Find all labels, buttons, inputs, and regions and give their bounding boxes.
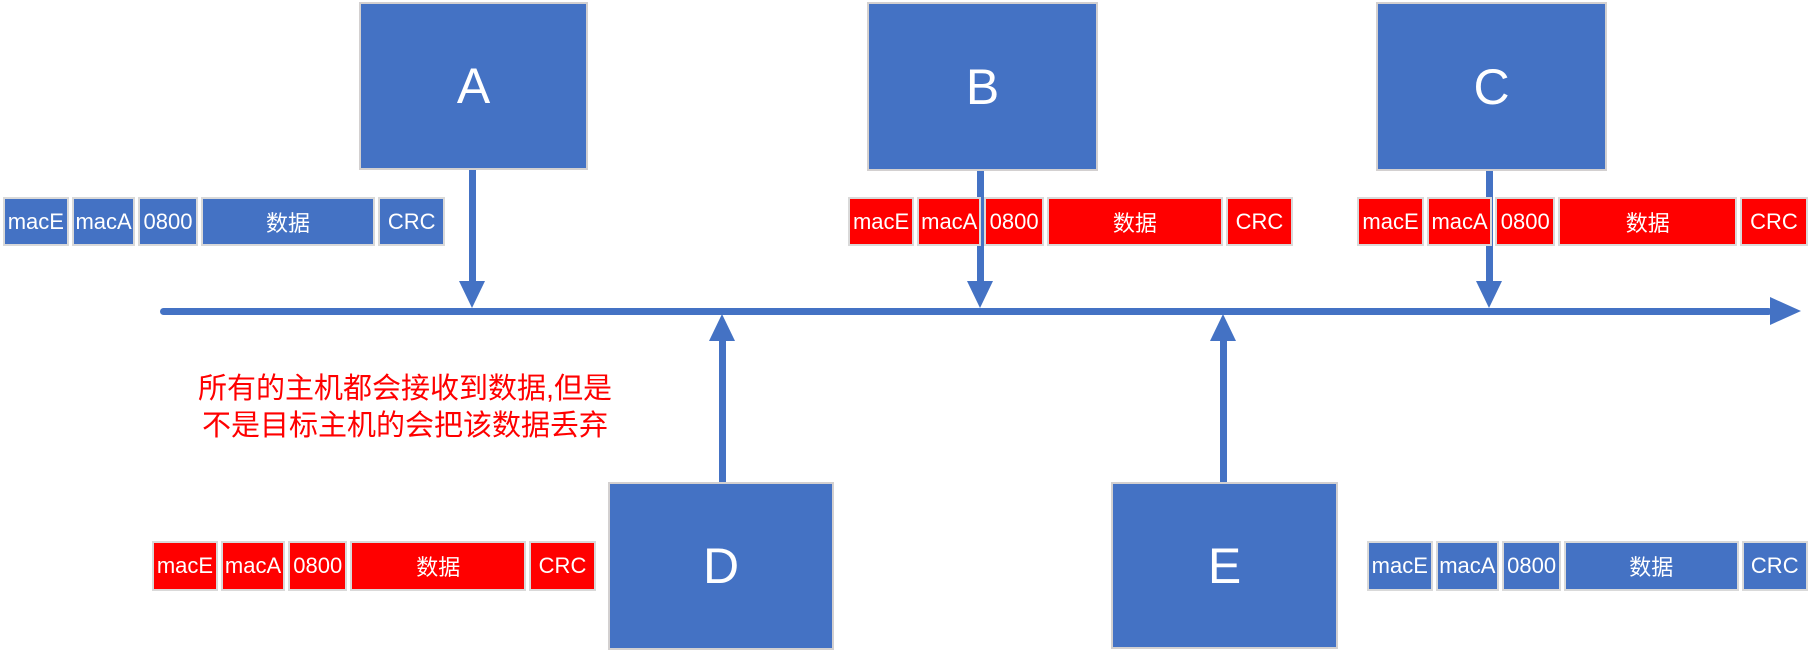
host-box-c: C [1376, 2, 1607, 171]
host-label: E [1207, 537, 1242, 594]
frame-field-ethertype: 0800 [288, 541, 348, 591]
frame-field-crc: CRC [1225, 197, 1293, 246]
frame-field-ethertype: 0800 [984, 197, 1044, 246]
arrow-bus-to-host-d [709, 314, 735, 482]
annotation-line-2: 不是目标主机的会把该数据丢弃 [201, 410, 608, 442]
arrow-up-icon [1210, 314, 1236, 341]
frame-field-src-mac: macA [71, 197, 136, 246]
arrow-down-icon [1476, 281, 1502, 308]
ethernet-frame-host-d: macE macA 0800 数据 CRC [152, 541, 596, 591]
ethernet-frame-host-e: macE macA 0800 数据 CRC [1367, 541, 1808, 591]
arrow-stem [718, 340, 726, 482]
ethernet-frame-host-a: macE macA 0800 数据 CRC [3, 197, 445, 246]
frame-field-dest-mac: macE [1357, 197, 1425, 246]
arrow-down-icon [967, 281, 993, 308]
broadcast-annotation: 所有的主机都会接收到数据,但是 不是目标主机的会把该数据丢弃 [170, 371, 640, 445]
frame-field-crc: CRC [529, 541, 596, 591]
frame-field-dest-mac: macE [1367, 541, 1433, 591]
ethernet-frame-host-c: macE macA 0800 数据 CRC [1357, 197, 1808, 246]
frame-field-src-mac: macA [1427, 197, 1493, 246]
bus-line [160, 308, 1772, 315]
frame-field-data: 数据 [1564, 541, 1739, 591]
host-label: C [1473, 58, 1510, 115]
arrow-stem [468, 170, 476, 282]
frame-field-dest-mac: macE [848, 197, 915, 246]
annotation-line-1: 所有的主机都会接收到数据,但是 [197, 373, 613, 405]
frame-field-dest-mac: macE [152, 541, 218, 591]
arrow-down-icon [459, 281, 485, 308]
host-box-e: E [1111, 482, 1338, 649]
frame-field-crc: CRC [1741, 541, 1808, 591]
host-label: D [702, 538, 740, 594]
ethernet-frame-host-b: macE macA 0800 数据 CRC [848, 197, 1293, 246]
frame-field-dest-mac: macE [3, 197, 69, 246]
host-box-a: A [359, 2, 588, 170]
frame-field-ethertype: 0800 [138, 197, 198, 246]
host-box-b: B [867, 2, 1098, 171]
frame-field-data: 数据 [1046, 197, 1223, 246]
arrow-bus-to-host-e [1210, 314, 1236, 482]
frame-field-ethertype: 0800 [1495, 197, 1556, 246]
arrow-host-a-to-bus [459, 170, 485, 308]
host-label: A [456, 58, 491, 114]
frame-field-data: 数据 [200, 197, 376, 246]
host-box-d: D [608, 482, 834, 650]
frame-field-data: 数据 [350, 541, 527, 591]
bus-right-arrowhead-icon [1770, 297, 1801, 325]
host-label: B [965, 58, 1000, 115]
frame-field-src-mac: macA [220, 541, 286, 591]
arrow-up-icon [709, 314, 735, 341]
frame-field-crc: CRC [1739, 197, 1808, 246]
frame-field-src-mac: macA [1435, 541, 1500, 591]
frame-field-src-mac: macA [917, 197, 982, 246]
arrow-stem [1219, 340, 1227, 482]
frame-field-data: 数据 [1558, 197, 1737, 246]
frame-field-crc: CRC [378, 197, 445, 246]
frame-field-ethertype: 0800 [1502, 541, 1562, 591]
